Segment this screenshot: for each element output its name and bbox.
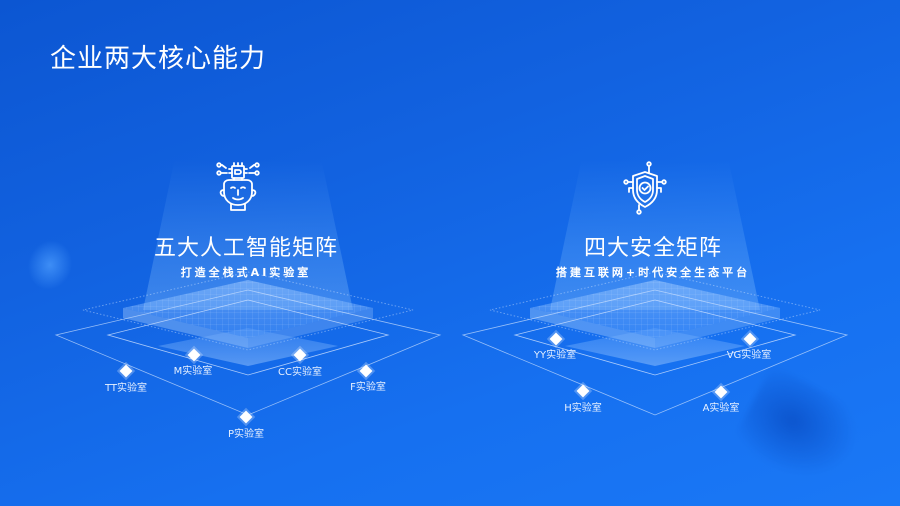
panel-title: 五大人工智能矩阵 xyxy=(153,236,338,261)
ai-matrix-panel: 五大人工智能矩阵 打造全栈式AI实验室 xyxy=(48,150,448,450)
lab-label: A实验室 xyxy=(702,403,740,414)
lab-label: YY实验室 xyxy=(533,350,577,361)
lab-label: CC实验室 xyxy=(278,367,322,378)
panel-subtitle: 打造全栈式AI实验室 xyxy=(180,266,312,279)
ai-head-chip-icon xyxy=(215,160,261,216)
security-matrix-panel: 四大安全矩阵 搭建互联网+时代安全生态平台 xyxy=(455,150,855,450)
panel-subtitle: 搭建互联网+时代安全生态平台 xyxy=(555,266,751,279)
lab-label: H实验室 xyxy=(564,403,602,414)
lab-label: M实验室 xyxy=(173,366,213,377)
lab-label: VG实验室 xyxy=(726,350,772,361)
page-title: 企业两大核心能力 xyxy=(50,44,267,74)
security-shield-check-icon xyxy=(622,160,668,216)
panel-title: 四大安全矩阵 xyxy=(583,236,722,261)
lab-label: F实验室 xyxy=(350,382,386,393)
lab-label: TT实验室 xyxy=(104,383,148,394)
lab-label: P实验室 xyxy=(227,429,265,440)
